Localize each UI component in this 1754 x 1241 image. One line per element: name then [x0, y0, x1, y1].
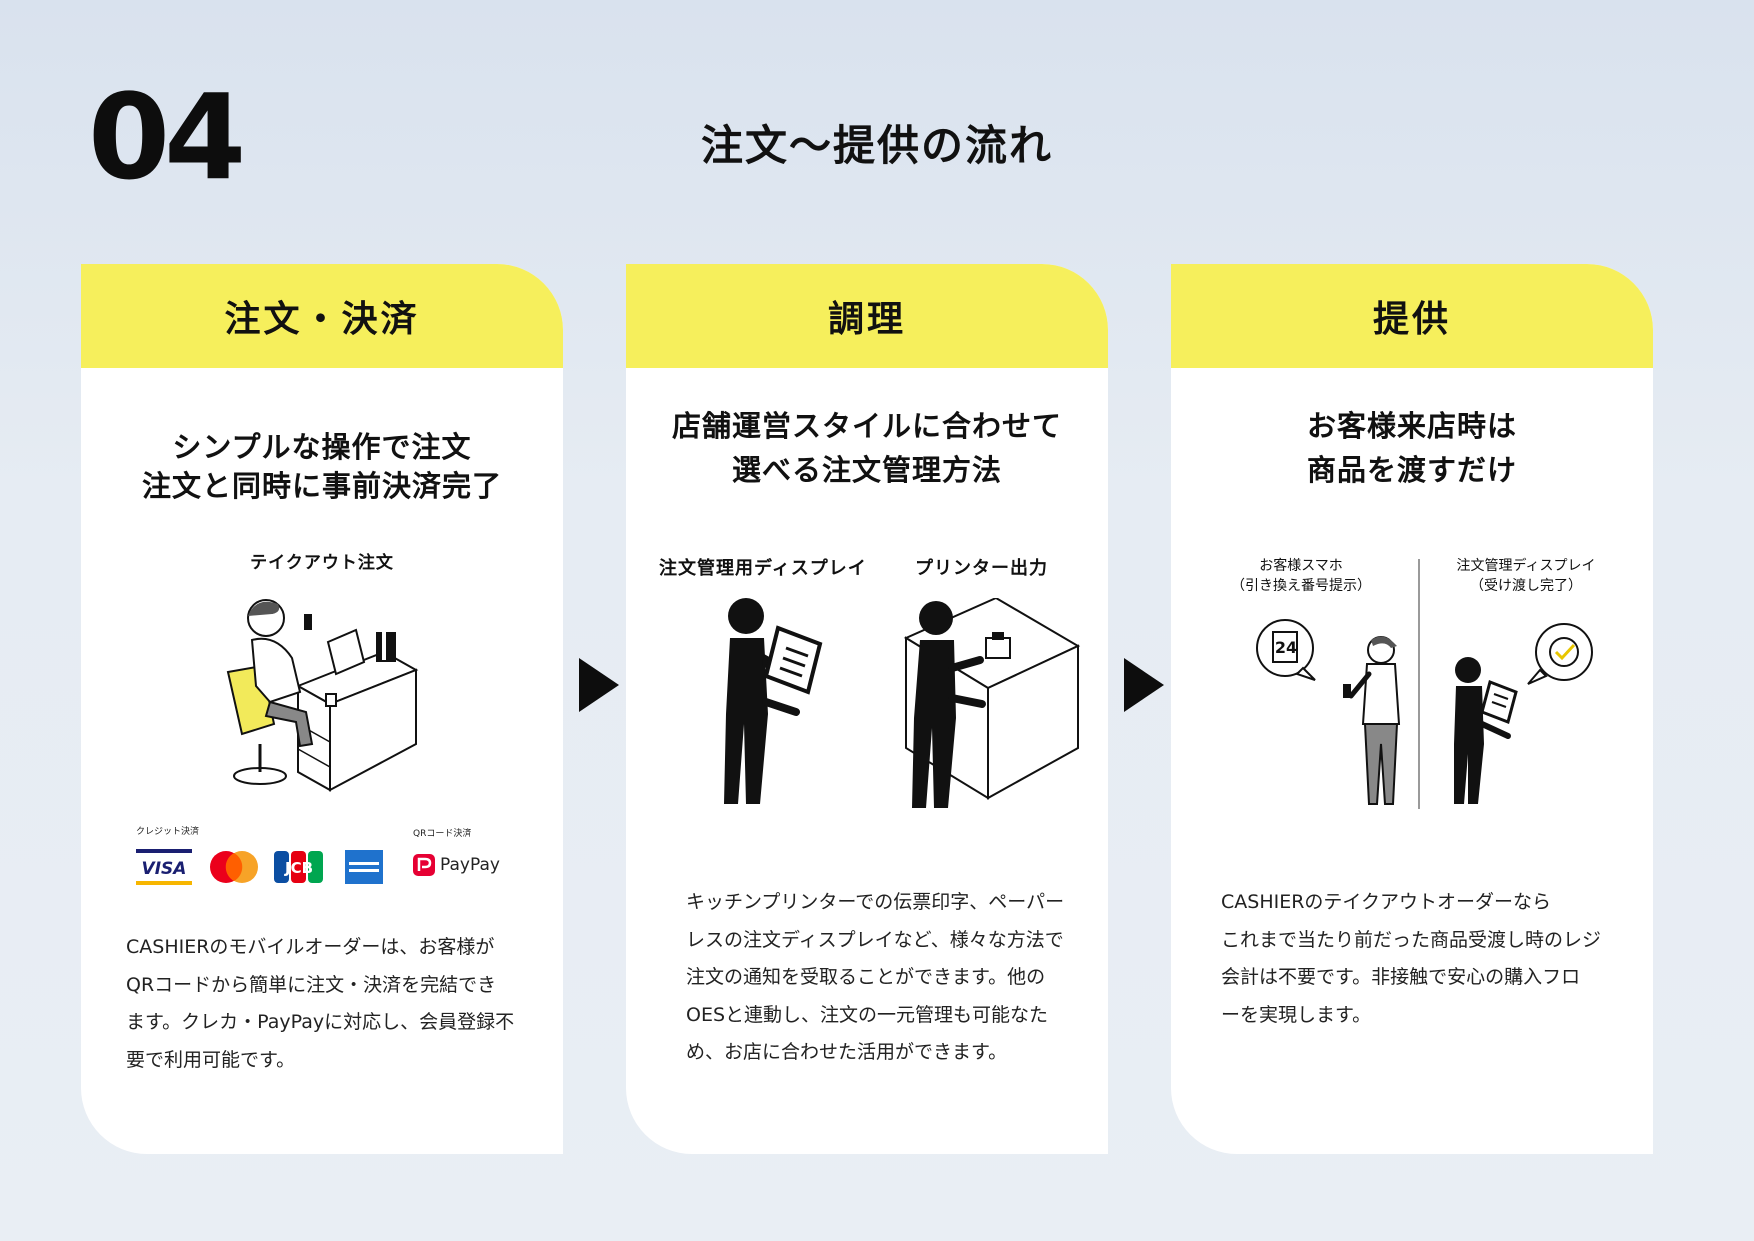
page-number: 04: [88, 68, 246, 206]
display-label: 注文管理用ディスプレイ: [659, 558, 867, 579]
arrow-right-icon: [579, 658, 619, 712]
step-heading: 調理: [626, 264, 1108, 368]
staff-with-tablet-check-illustration-icon: [1454, 623, 1593, 804]
step-card-cooking: 調理 店舗運営スタイルに合わせて 選べる注文管理方法 注文管理用ディスプレイ プ…: [626, 264, 1108, 1154]
step-body: CASHIERのモバイルオーダーは、お客様が QRコードから簡単に注文・決済を完…: [126, 936, 515, 1071]
step-heading: 注文・決済: [81, 264, 563, 368]
paypay-logo: PayPay: [413, 854, 500, 876]
paypay-label: PayPay: [440, 855, 500, 875]
customer-with-phone-illustration-icon: [1343, 636, 1401, 805]
person-at-desk-illustration-icon: [226, 599, 419, 792]
step-card-serving: 提供 お客様来店時は 商品を渡すだけ お客様スマホ （引き換え番号提示） 注文管…: [1171, 264, 1653, 1154]
step-body: CASHIERのテイクアウトオーダーなら これまで当たり前だった商品受渡し時のレ…: [1221, 891, 1602, 1026]
step-heading: 提供: [1171, 264, 1653, 368]
customer-phone-label: お客様スマホ （引き換え番号提示）: [1231, 558, 1371, 594]
display-complete-label: 注文管理ディスプレイ （受け渡し完了）: [1456, 558, 1596, 594]
divider: [1418, 559, 1420, 809]
step-lead: シンプルな操作で注文 注文と同時に事前決済完了: [141, 430, 502, 503]
step-card-order-payment: 注文・決済 シンプルな操作で注文 注文と同時に事前決済完了 テイクアウト注文 ク…: [81, 264, 563, 1154]
printer-label: プリンター出力: [915, 558, 1048, 579]
page-title: 注文〜提供の流れ: [700, 121, 1053, 170]
mastercard-logo-icon: [210, 851, 258, 883]
staff-with-printer-illustration-icon: [903, 598, 1081, 808]
svg-text:JCB: JCB: [284, 859, 313, 877]
visa-logo-icon: VISA: [136, 849, 192, 885]
jcb-logo-icon: JCB: [274, 851, 323, 883]
paypay-icon: [413, 854, 435, 876]
step-body: キッチンプリンターでの伝票印字、ペーパー レスの注文ディスプレイなど、様々な方法…: [686, 891, 1065, 1063]
illustration-label: テイクアウト注文: [250, 553, 394, 573]
arrow-right-icon: [1124, 658, 1164, 712]
step-lead: 店舗運営スタイルに合わせて 選べる注文管理方法: [671, 409, 1062, 487]
pickup-number: 24: [1274, 638, 1298, 657]
amex-logo-icon: [345, 850, 383, 884]
step-lead: お客様来店時は 商品を渡すだけ: [1306, 409, 1517, 487]
svg-text:VISA: VISA: [142, 859, 187, 879]
credit-payment-label: クレジット決済: [136, 827, 200, 837]
number-bubble-icon: [1256, 619, 1316, 681]
qr-payment-label: QRコード決済: [413, 829, 472, 839]
staff-with-tablet-illustration-icon: [724, 598, 823, 804]
